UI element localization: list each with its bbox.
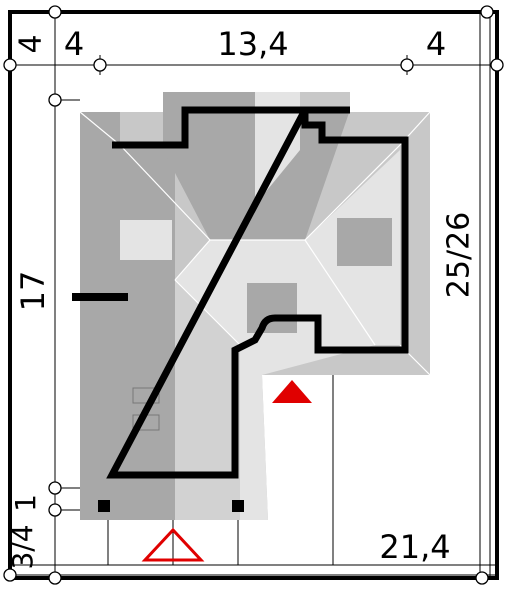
window-a: [132, 387, 160, 404]
roof-plan: [80, 92, 430, 520]
garage-entrance-marker: [141, 527, 205, 562]
roof-left-wing: [80, 112, 120, 520]
skylight: [120, 220, 172, 260]
dim-bottom-left-extra: 1: [9, 494, 42, 512]
building-walls: [106, 106, 409, 479]
dimension-markers: [3, 5, 504, 585]
dim-total-width: 21,4: [379, 528, 450, 566]
dim-right-setback: 4: [426, 25, 446, 63]
plot-boundary: [8, 10, 499, 580]
entrance-marker: [272, 380, 312, 403]
roof-front-mid: [175, 280, 240, 520]
dim-top-left-setback: 4: [14, 34, 49, 53]
dim-width: 13,4: [217, 25, 288, 63]
post-right: [232, 500, 244, 512]
roof-hip-lines: [79, 111, 431, 376]
post-left: [98, 500, 110, 512]
roof-left-slope: [120, 145, 175, 520]
dim-angle: 25/26: [442, 212, 477, 298]
dim-left-setback: 4: [64, 25, 84, 63]
dim-depth: 17: [14, 271, 52, 312]
dim-bottom-left: 3/4: [6, 524, 39, 569]
chimney-right: [337, 218, 392, 266]
chimney-center: [247, 283, 297, 333]
